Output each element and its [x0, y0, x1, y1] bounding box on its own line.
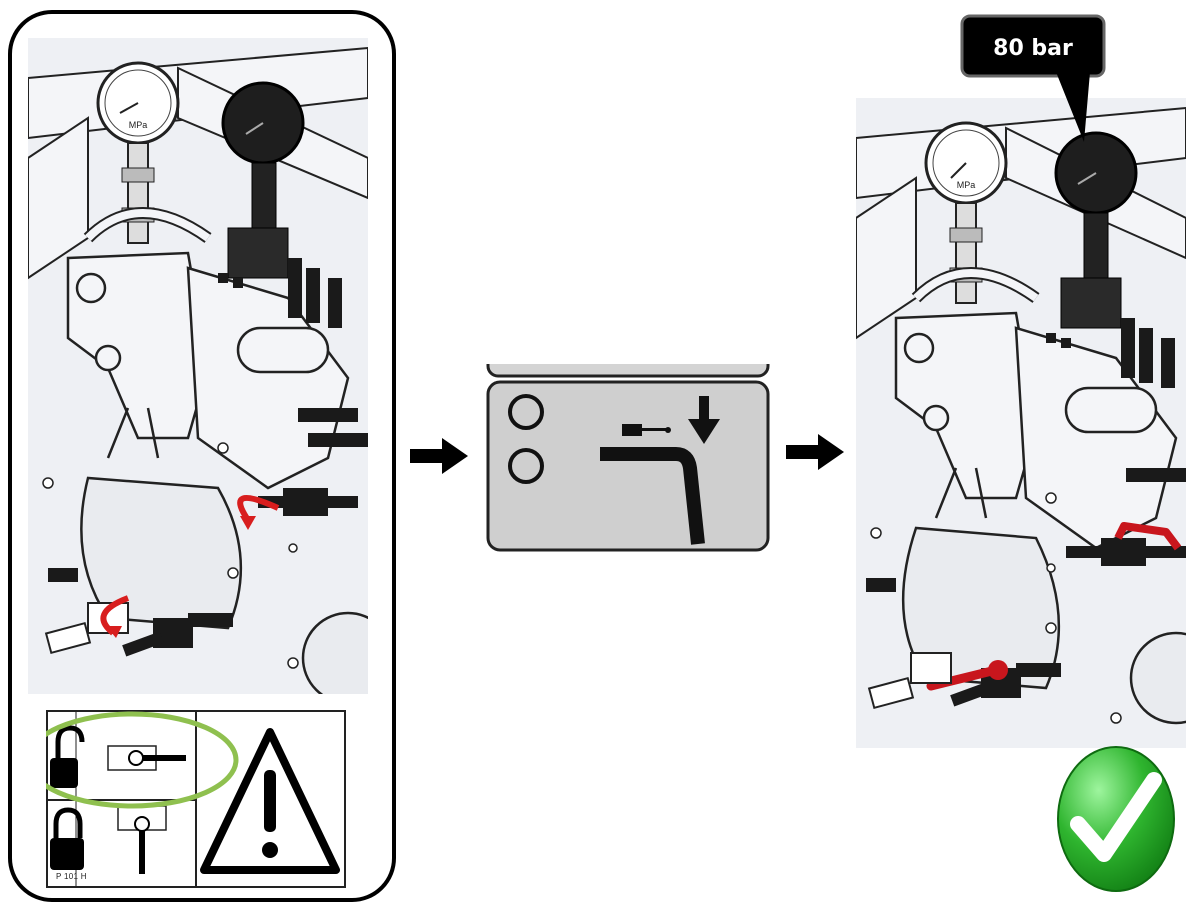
shutoff-valve-lower [122, 613, 233, 657]
svg-text:MPa: MPa [129, 120, 148, 130]
indicator-circle-top [508, 394, 544, 430]
arrow-right-icon [786, 434, 844, 470]
indicator-circle-bottom [508, 448, 544, 484]
rotation-arrow-lower [100, 595, 130, 638]
pressure-callout [960, 14, 1106, 142]
machine-drawing-before: MPa [28, 38, 368, 694]
warning-icon [200, 728, 340, 874]
check-icon [1057, 746, 1175, 892]
valve-closed-icon [117, 805, 167, 874]
pressure-value-label: 80 bar [993, 36, 1073, 61]
label-code: P 101 H [56, 872, 87, 881]
locked-padlock-icon [50, 807, 84, 870]
shutoff-valve-upper-closed [1066, 522, 1186, 566]
control-panel-display [484, 364, 772, 556]
shutoff-valve-upper [258, 488, 358, 516]
arrow-right-icon [410, 438, 468, 474]
pressure-gauge-right [221, 81, 305, 279]
valve-open-icon [107, 745, 186, 771]
boom-lower-icon [600, 396, 720, 545]
pressure-gauge-right [1054, 131, 1138, 329]
machine-drawing-after: MPa [856, 98, 1186, 748]
highlight-ring [46, 711, 239, 809]
unlocked-padlock-icon [50, 725, 85, 788]
valve-instruction-label [46, 710, 346, 888]
svg-text:MPa: MPa [957, 180, 976, 190]
rotation-arrow-upper [237, 495, 280, 530]
pressure-gauge-left: MPa [96, 61, 180, 244]
